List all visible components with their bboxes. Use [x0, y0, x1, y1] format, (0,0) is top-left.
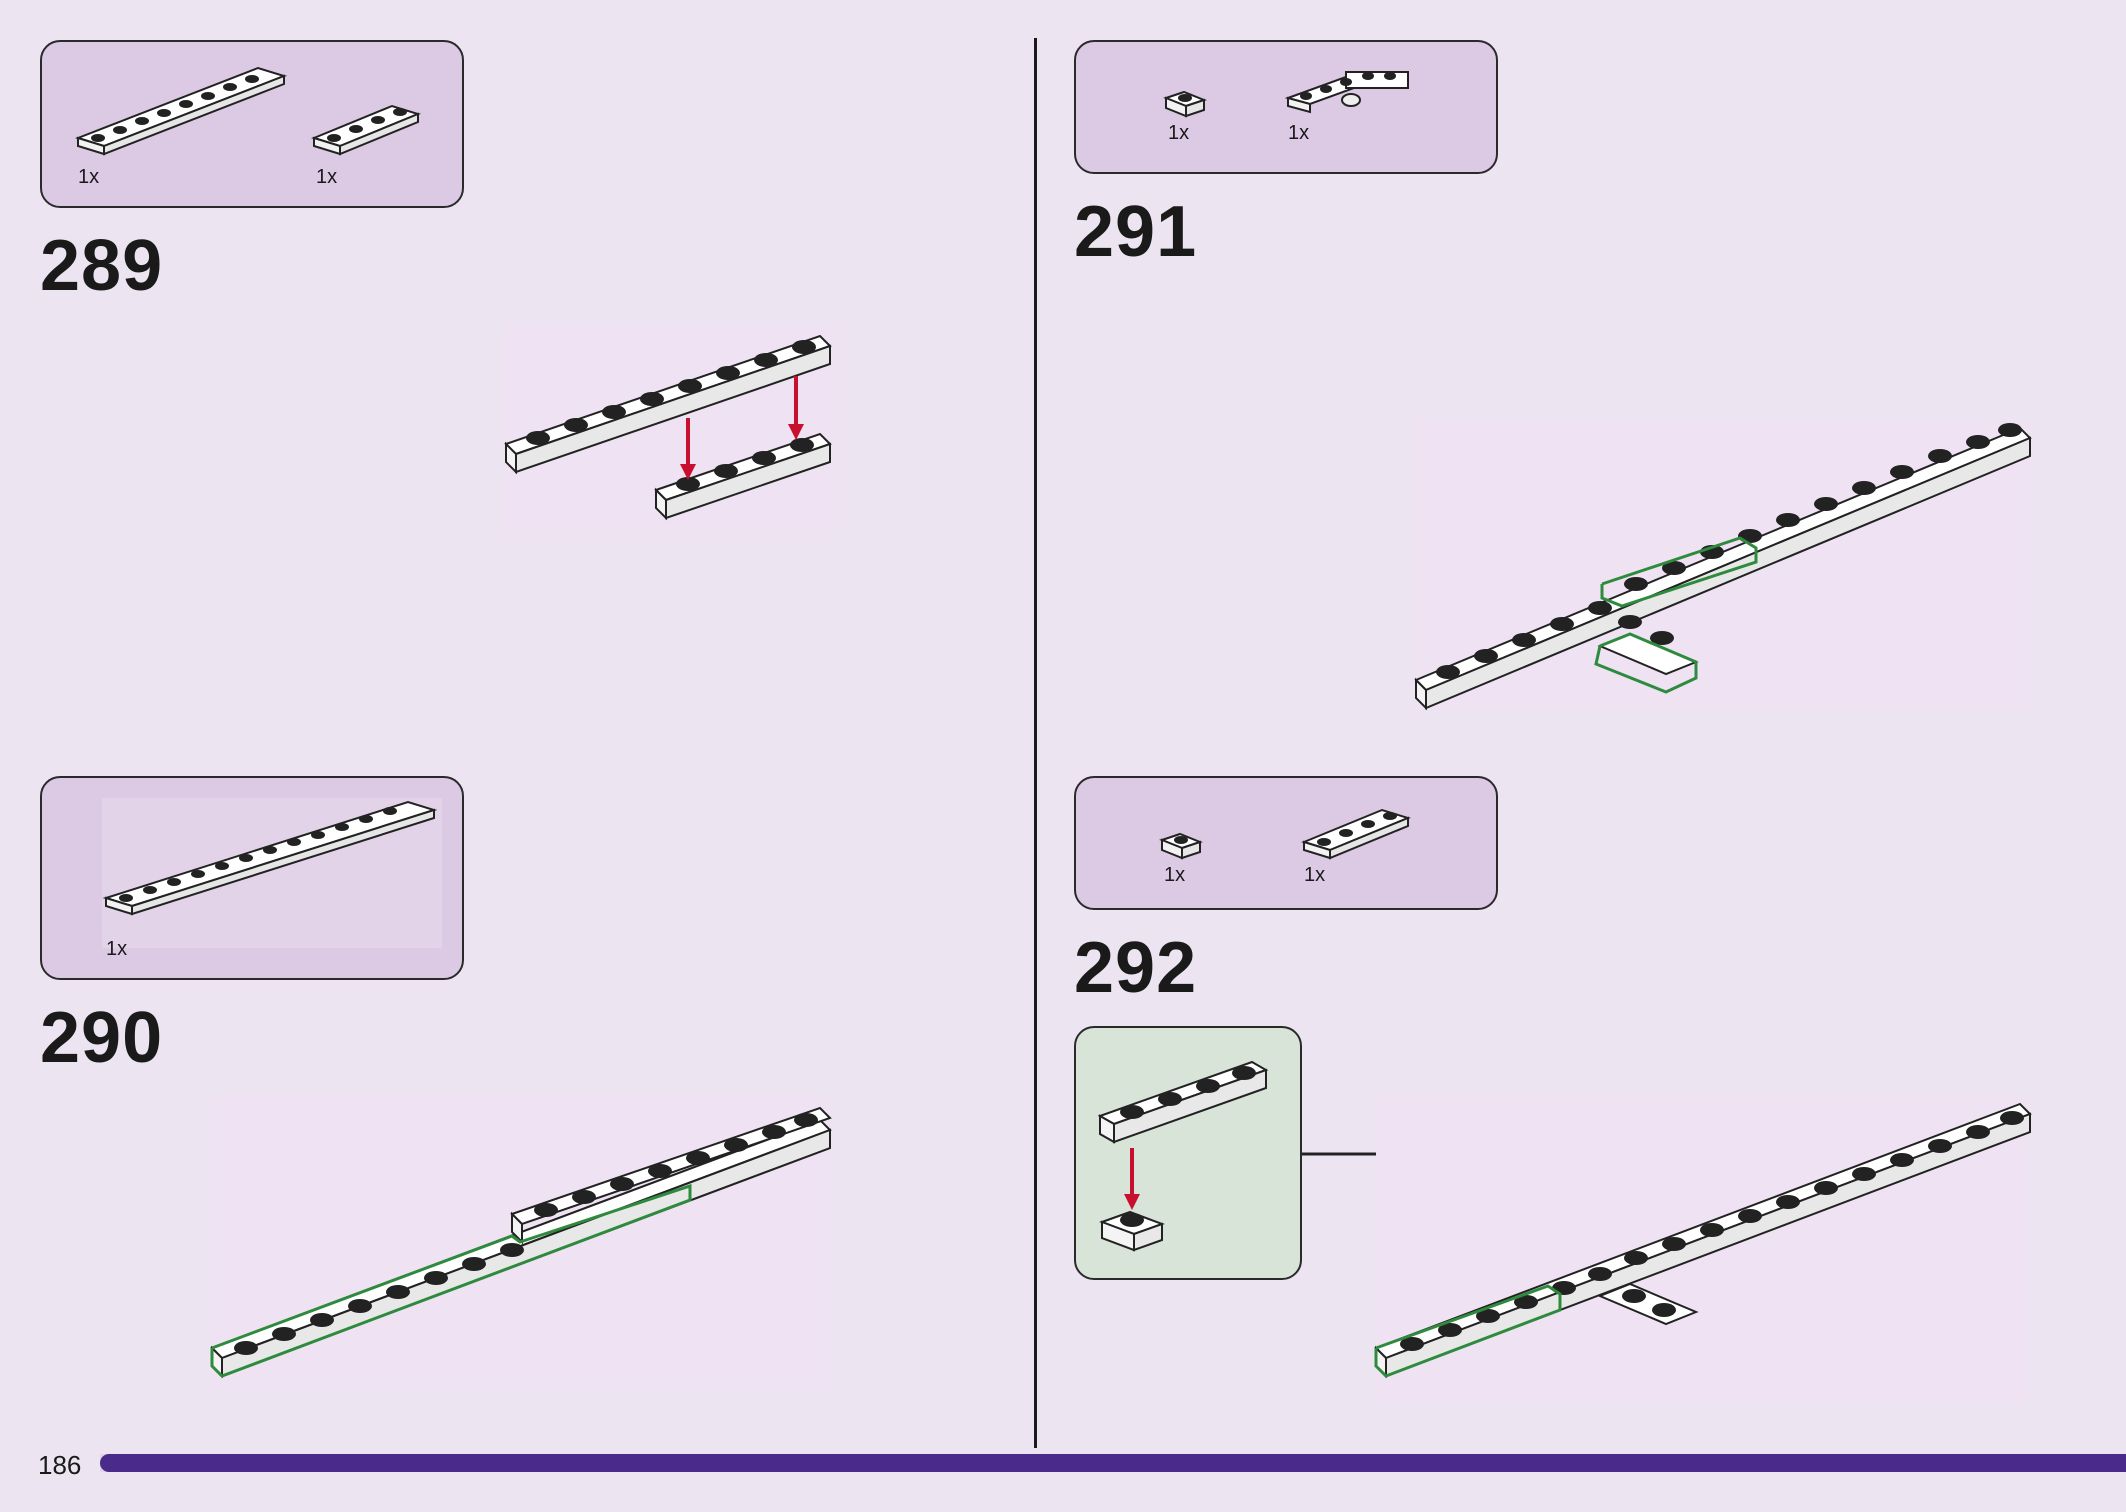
parts-289-illustration	[74, 66, 421, 156]
page-divider	[1034, 38, 1037, 1448]
plate-1x4-icon	[1301, 808, 1411, 860]
step-291-illustration	[1414, 420, 2032, 711]
step-289-illustration	[504, 324, 834, 530]
step-number: 291	[1074, 192, 1198, 272]
subassembly-illustration	[1097, 1060, 1269, 1252]
part-qty: 1x	[106, 938, 128, 960]
part-qty: 1x	[1168, 122, 1190, 144]
plate-1x8-icon	[74, 66, 288, 156]
part-qty: 1x	[316, 166, 338, 188]
step-number: 289	[40, 226, 164, 306]
parts-list-289: 1x 1x	[40, 40, 464, 208]
plate-1x4-icon	[311, 104, 421, 156]
parts-list-292: 1x 1x	[1074, 776, 1498, 910]
parts-291-illustration	[1163, 71, 1409, 118]
page-number: 186	[38, 1450, 82, 1480]
parts-290-illustration	[102, 798, 442, 948]
parts-list-290: 1x	[40, 776, 464, 980]
part-qty: 1x	[78, 166, 100, 188]
step-292-illustration	[1374, 1094, 2032, 1404]
step-number: 292	[1074, 928, 1198, 1008]
step-number: 290	[40, 998, 164, 1078]
part-qty: 1x	[1164, 864, 1186, 886]
parts-292-illustration	[1159, 808, 1411, 860]
progress-bar	[100, 1454, 2126, 1472]
plate-1x1-icon	[1159, 832, 1203, 860]
progress-fill	[100, 1454, 2126, 1472]
parts-list-291: 1x 1x	[1074, 40, 1498, 174]
subassembly-callout	[1074, 1026, 1302, 1280]
step-290-illustration	[210, 1096, 832, 1390]
part-qty: 1x	[1288, 122, 1310, 144]
part-qty: 1x	[1304, 864, 1326, 886]
plate-1x1-icon	[1163, 90, 1207, 118]
hinge-plate-icon	[1284, 71, 1409, 114]
